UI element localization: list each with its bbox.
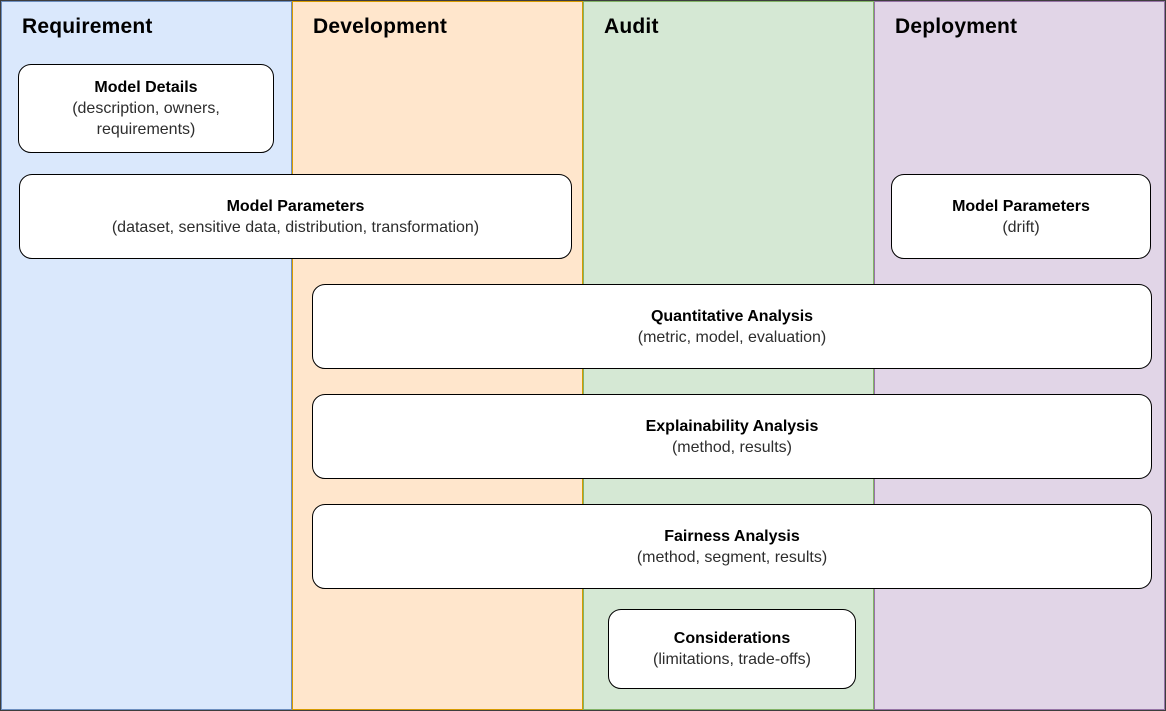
card-model-parameters-development: Model Parameters (dataset, sensitive dat… <box>19 174 572 259</box>
card-subtitle: (limitations, trade-offs) <box>653 651 811 668</box>
card-explainability-analysis: Explainability Analysis (method, results… <box>312 394 1152 479</box>
card-subtitle: (method, segment, results) <box>636 548 828 566</box>
card-title: Explainability Analysis <box>645 417 819 435</box>
card-title: Model Parameters <box>226 197 365 215</box>
column-deployment-title: Deployment <box>895 15 1018 38</box>
card-title: Quantitative Analysis <box>650 307 814 325</box>
card-fairness-analysis: Fairness Analysis (method, segment, resu… <box>312 504 1152 589</box>
card-quantitative-analysis: Quantitative Analysis (metric, model, ev… <box>312 284 1152 369</box>
card-subtitle: (metric, model, evaluation) <box>637 328 827 346</box>
card-title: Fairness Analysis <box>664 527 800 545</box>
card-subtitle: (dataset, sensitive data, distribution, … <box>111 218 480 236</box>
column-development-title: Development <box>313 15 448 38</box>
card-model-parameters-deployment: Model Parameters (drift) <box>891 174 1151 259</box>
column-requirement-title: Requirement <box>22 15 153 38</box>
card-considerations: Considerations (limitations, trade-offs) <box>608 609 856 689</box>
card-subtitle: (method, results) <box>671 438 793 456</box>
card-model-details: Model Details (description, owners, requ… <box>18 64 274 153</box>
card-title: Model Details <box>94 79 198 96</box>
card-subtitle: (description, owners, requirements) <box>72 100 220 138</box>
card-subtitle: (drift) <box>1002 218 1040 236</box>
card-title: Model Parameters <box>952 197 1090 215</box>
column-audit-title: Audit <box>604 15 659 38</box>
card-title: Considerations <box>673 630 791 647</box>
